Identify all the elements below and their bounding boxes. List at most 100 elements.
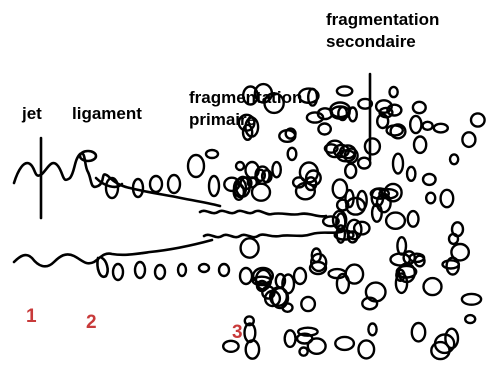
droplet xyxy=(321,215,340,228)
droplet xyxy=(310,252,328,273)
droplet xyxy=(396,235,408,256)
droplet xyxy=(204,148,220,160)
droplet xyxy=(345,218,363,241)
primary-fragmentation-label-line1: fragmentation xyxy=(189,88,303,107)
droplet xyxy=(425,191,437,205)
droplet xyxy=(405,165,417,183)
droplet xyxy=(402,250,417,265)
droplet xyxy=(376,113,390,130)
droplet xyxy=(335,272,351,295)
droplet xyxy=(357,97,374,110)
droplet xyxy=(335,224,347,244)
droplet xyxy=(305,111,325,124)
droplet xyxy=(166,173,182,195)
droplet xyxy=(369,187,390,200)
droplet xyxy=(298,346,309,357)
droplet xyxy=(384,211,407,230)
droplet xyxy=(292,266,308,286)
droplet xyxy=(375,192,392,214)
droplet xyxy=(217,262,231,278)
droplet xyxy=(133,260,147,280)
droplet xyxy=(406,209,420,228)
droplet xyxy=(323,143,339,154)
droplet xyxy=(439,188,455,209)
droplet xyxy=(335,85,354,97)
droplet xyxy=(234,160,246,172)
droplet xyxy=(221,339,240,353)
droplet xyxy=(361,296,379,311)
droplet xyxy=(207,174,221,198)
droplet xyxy=(460,292,483,306)
droplet xyxy=(395,264,418,279)
droplet xyxy=(356,189,368,211)
droplet xyxy=(239,237,260,259)
droplet xyxy=(335,198,350,212)
droplet xyxy=(412,135,428,155)
droplet xyxy=(391,152,405,175)
droplet xyxy=(394,272,409,295)
droplet xyxy=(374,99,393,114)
droplet xyxy=(237,113,256,132)
droplet xyxy=(253,82,274,104)
droplet xyxy=(241,85,259,106)
droplet xyxy=(111,262,125,282)
droplet xyxy=(281,302,294,313)
droplet xyxy=(295,332,314,345)
droplet xyxy=(385,124,405,137)
droplet xyxy=(386,103,403,117)
droplet xyxy=(410,321,427,343)
droplet xyxy=(464,313,477,325)
droplet xyxy=(367,322,378,337)
droplet xyxy=(389,123,407,140)
primary-breakup-lower-wave xyxy=(202,230,342,239)
droplet xyxy=(421,172,437,187)
droplet xyxy=(378,187,399,200)
droplet xyxy=(432,122,449,134)
droplet xyxy=(421,120,434,132)
droplet xyxy=(241,123,254,142)
droplet xyxy=(356,156,372,170)
droplet xyxy=(430,340,451,361)
droplet xyxy=(352,220,371,236)
droplet xyxy=(408,114,423,135)
droplet xyxy=(344,162,358,180)
droplet xyxy=(243,315,256,327)
droplet xyxy=(244,339,261,360)
droplet xyxy=(324,139,345,159)
droplet xyxy=(104,176,120,200)
jet-label: jet xyxy=(22,104,42,123)
ligament-blob-top xyxy=(78,149,98,163)
ligament-bottom xyxy=(96,256,109,279)
droplet xyxy=(232,182,246,202)
droplet xyxy=(283,329,297,349)
droplet xyxy=(131,177,145,199)
droplet xyxy=(148,174,164,194)
primary-breakup-upper-wave xyxy=(198,209,328,218)
droplet xyxy=(300,295,317,313)
droplet xyxy=(331,178,349,200)
droplet xyxy=(469,112,486,128)
ligament-top xyxy=(94,176,124,189)
droplet xyxy=(448,153,460,166)
droplet xyxy=(296,326,319,337)
droplet xyxy=(450,242,470,262)
droplet xyxy=(294,181,316,201)
droplet xyxy=(306,337,327,355)
droplet xyxy=(269,286,289,307)
droplet xyxy=(197,262,211,274)
droplet xyxy=(251,266,274,285)
droplet xyxy=(271,160,282,179)
droplet xyxy=(284,127,297,140)
droplet xyxy=(363,137,382,156)
droplet xyxy=(186,153,206,179)
droplet xyxy=(411,100,427,115)
droplet xyxy=(422,276,443,297)
zone-number-1: 1 xyxy=(26,306,37,327)
droplet xyxy=(444,327,460,350)
jet-lower-surface xyxy=(12,238,214,268)
zone-number-2: 2 xyxy=(86,312,97,333)
droplet xyxy=(345,196,367,216)
droplet xyxy=(334,335,356,352)
